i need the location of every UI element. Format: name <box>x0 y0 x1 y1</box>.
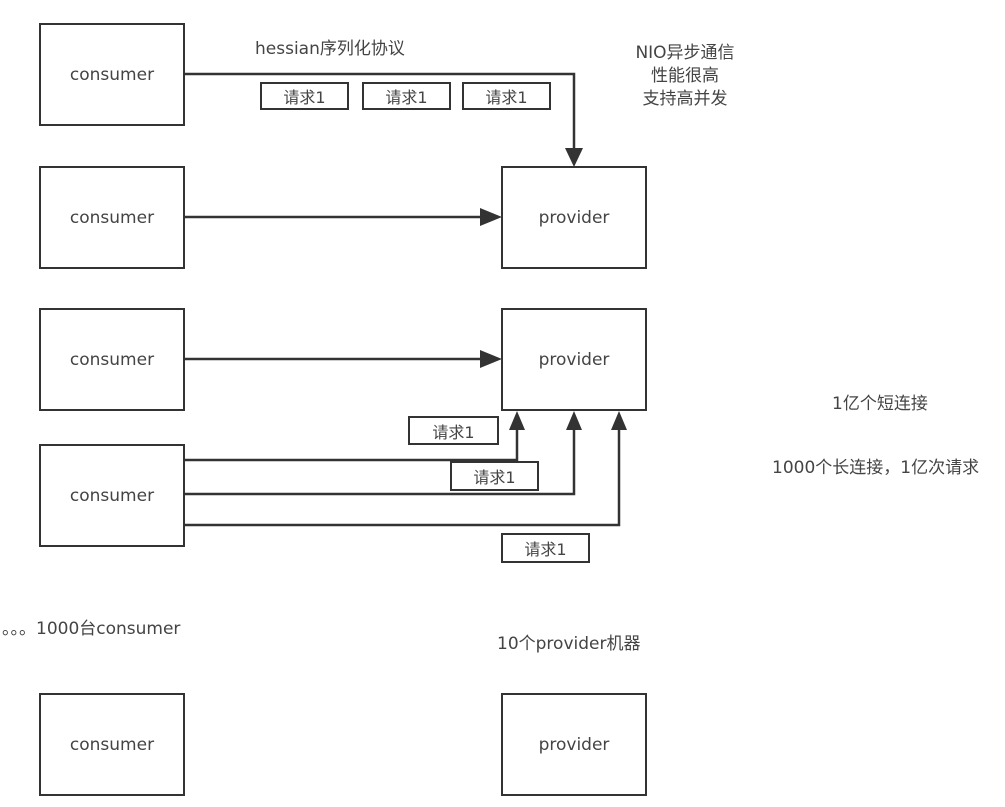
consumer-count-annotation: 。。。1000台consumer <box>2 619 181 639</box>
provider-label: provider <box>538 207 610 228</box>
arrow-consumer4-to-provider2-b <box>183 426 576 496</box>
consumer-node[interactable]: consumer <box>39 308 185 411</box>
request-box: 请求1 <box>362 82 451 110</box>
consumer-node[interactable]: consumer <box>39 166 185 269</box>
consumer-node[interactable]: consumer <box>39 23 185 126</box>
request-label: 请求1 <box>432 422 475 442</box>
arrow-consumer4-to-provider2-c <box>183 426 621 527</box>
arrowhead-right-icon <box>480 208 502 226</box>
short-connections-annotation: 1亿个短连接 <box>832 394 928 414</box>
protocol-annotation: hessian序列化协议 <box>255 39 405 59</box>
nio-annotation-line: 支持高并发 <box>642 89 728 109</box>
nio-annotation-line: 性能很高 <box>651 66 719 86</box>
request-box: 请求1 <box>408 416 499 445</box>
request-label: 请求1 <box>473 468 516 487</box>
arrow-consumer1-to-provider1 <box>183 72 576 150</box>
consumer-label: consumer <box>69 64 155 85</box>
arrowhead-down-icon <box>565 148 583 167</box>
consumer-label: consumer <box>69 207 155 228</box>
request-label: 请求1 <box>524 540 567 559</box>
provider-count-annotation: 10个provider机器 <box>497 634 641 654</box>
arrowhead-up-icon <box>509 411 525 430</box>
request-box: 请求1 <box>450 461 539 491</box>
provider-label: provider <box>538 349 610 370</box>
arrow-consumer4-to-provider2-a <box>183 426 519 462</box>
provider-node[interactable]: provider <box>501 308 647 411</box>
provider-node[interactable]: provider <box>501 693 647 796</box>
consumer-label: consumer <box>69 349 155 370</box>
consumer-label: consumer <box>69 734 155 755</box>
request-box: 请求1 <box>501 533 590 563</box>
request-label: 请求1 <box>283 88 326 107</box>
consumer-node[interactable]: consumer <box>39 444 185 547</box>
arrowhead-up-icon <box>566 411 582 430</box>
request-box: 请求1 <box>260 82 349 110</box>
arrowhead-up-icon <box>611 411 627 430</box>
consumer-label: consumer <box>69 485 155 506</box>
provider-label: provider <box>538 734 610 755</box>
request-box: 请求1 <box>462 82 551 110</box>
request-label: 请求1 <box>385 88 428 107</box>
nio-annotation: NIO异步通信 性能很高 支持高并发 <box>620 42 750 111</box>
nio-annotation-line: NIO异步通信 <box>635 43 735 63</box>
consumer-node[interactable]: consumer <box>39 693 185 796</box>
request-label: 请求1 <box>485 88 528 107</box>
arrowhead-right-icon <box>480 350 502 368</box>
provider-node[interactable]: provider <box>501 166 647 269</box>
long-connections-annotation: 1000个长连接，1亿次请求 <box>772 458 980 478</box>
